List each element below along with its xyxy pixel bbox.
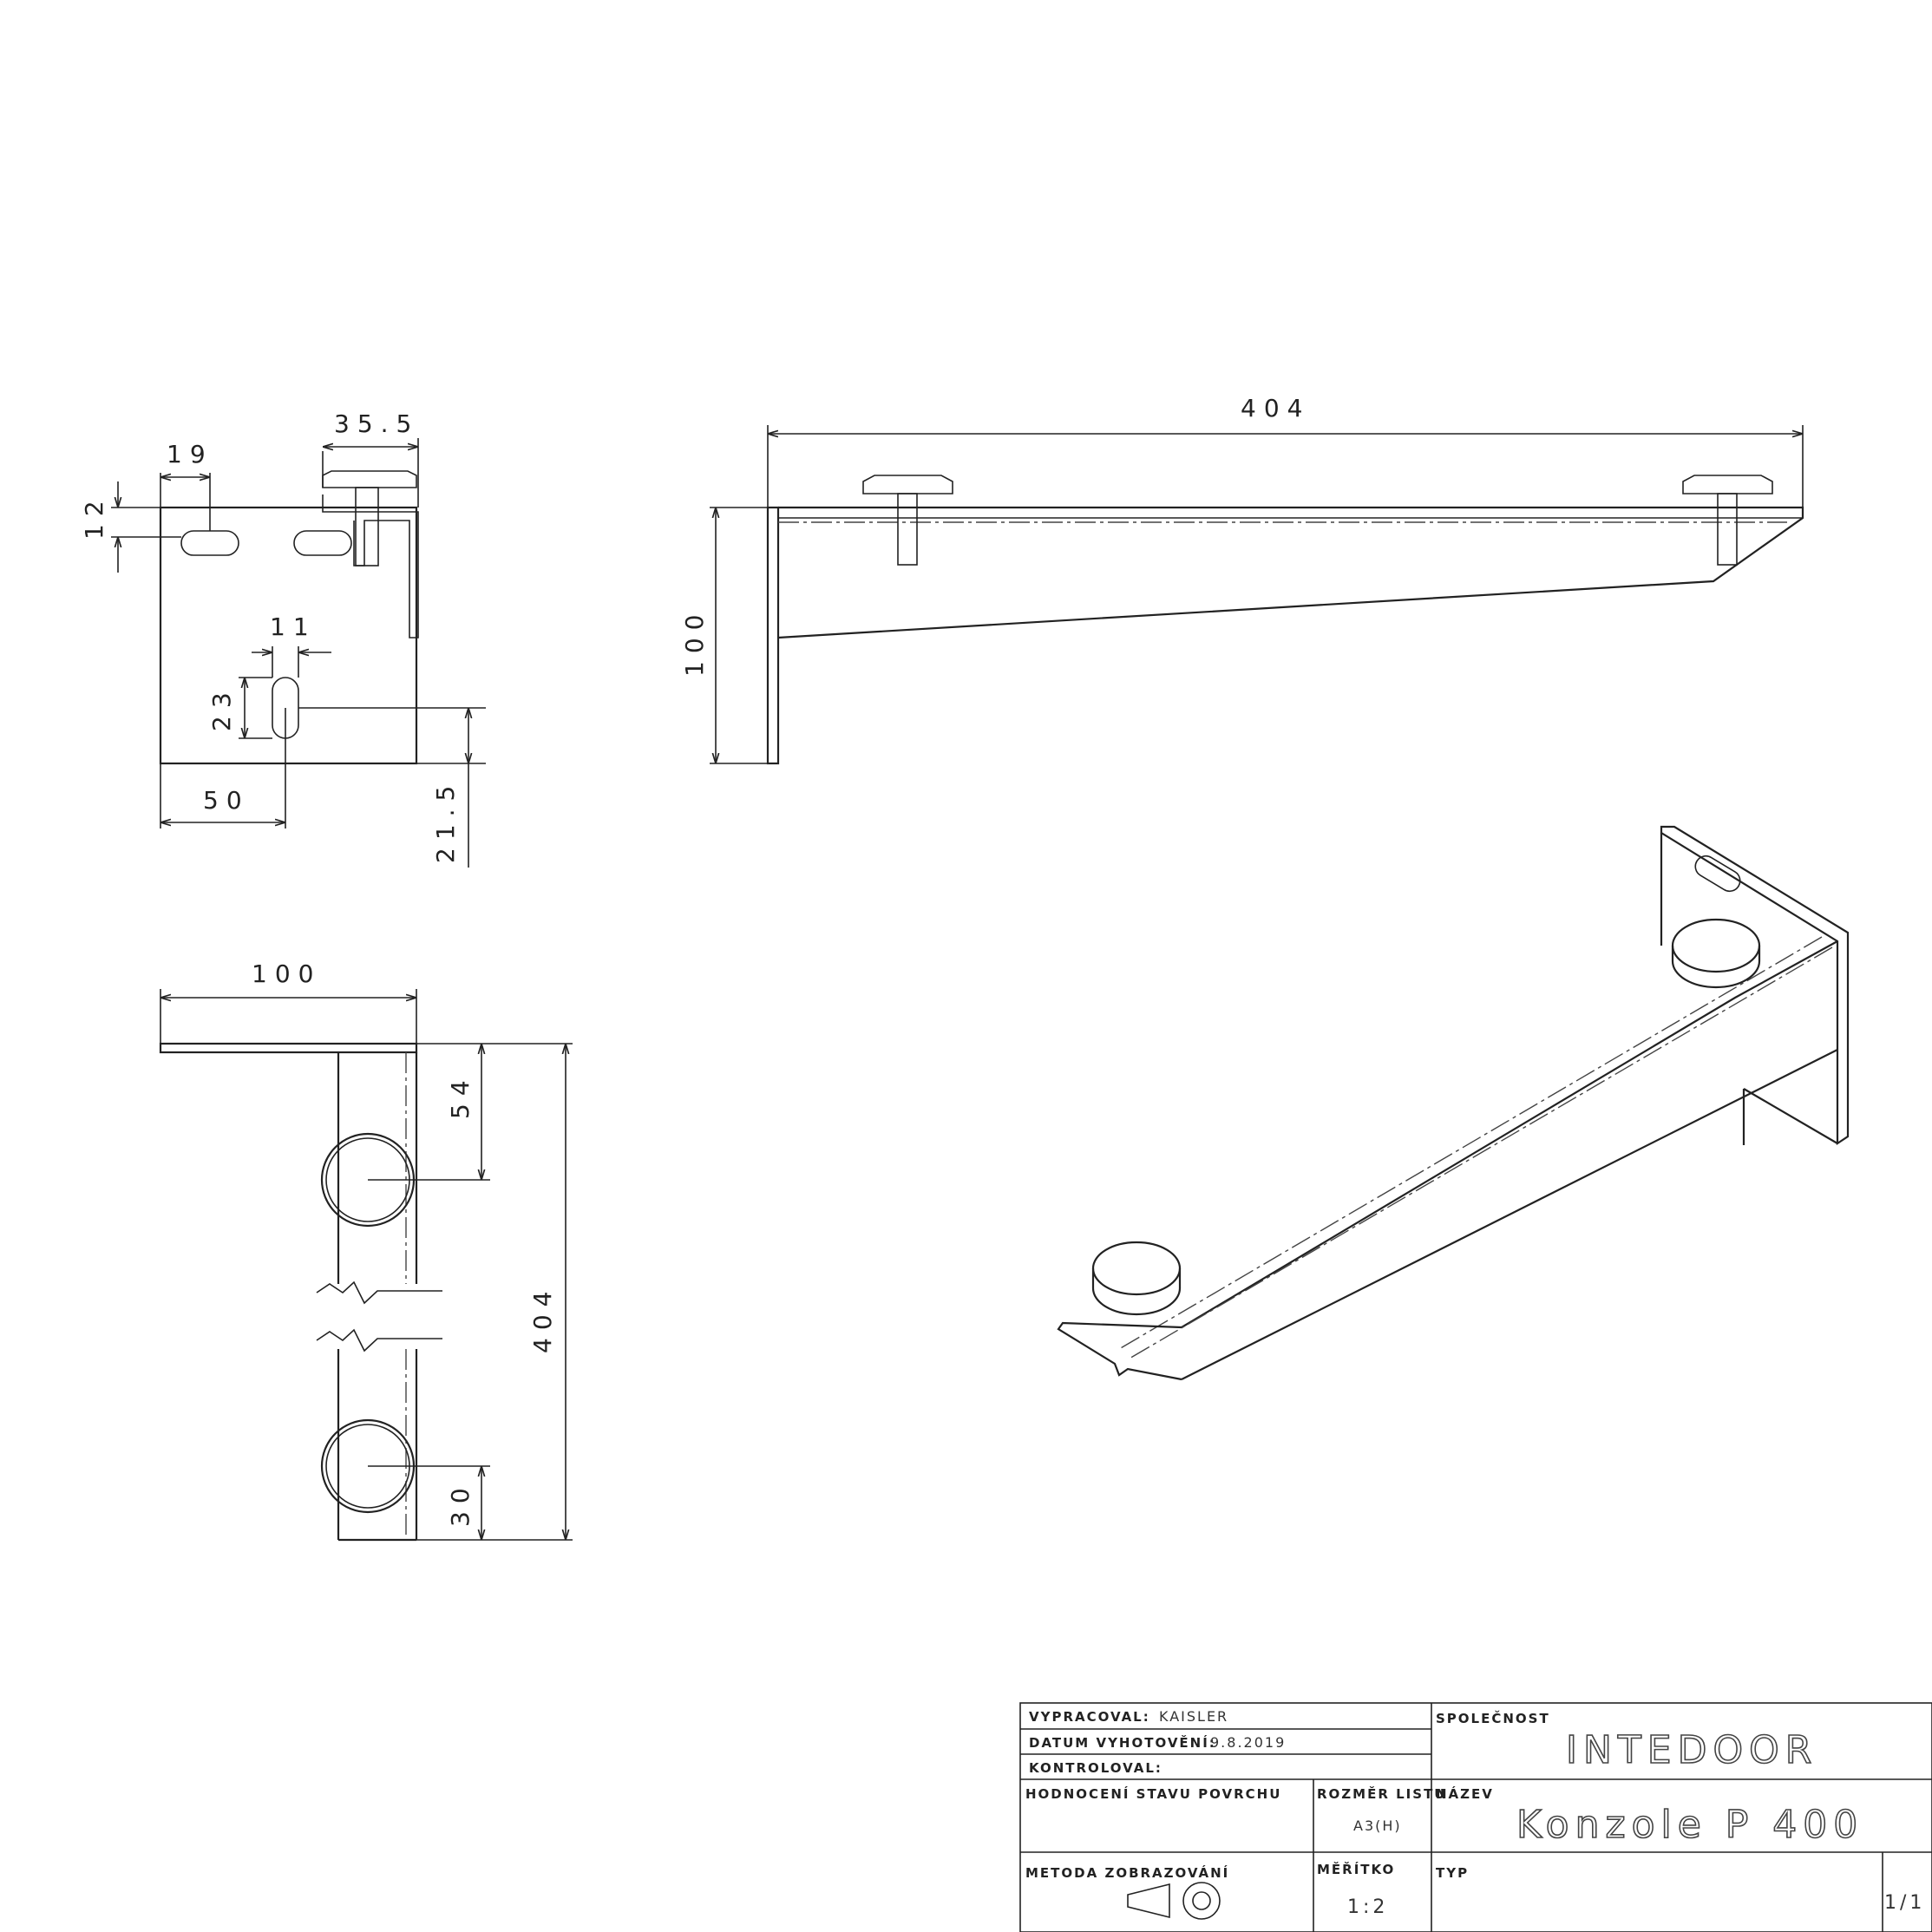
dim-11: 11 — [270, 612, 317, 641]
pad — [322, 470, 417, 488]
dim-23: 23 — [207, 684, 236, 731]
arm-outline — [777, 506, 1804, 639]
projection-cone-icon — [1127, 1883, 1170, 1919]
wall-plate-outline — [159, 506, 418, 765]
iso-wall-plate — [1660, 825, 1850, 1146]
sheet-number: 1/1 — [1884, 1892, 1925, 1914]
company-name: INTEDOOR — [1566, 1728, 1817, 1772]
drawn-by-value: KAISLER — [1159, 1708, 1228, 1725]
top-view: 100 404 54 30 — [159, 959, 573, 1542]
dim-100: 100 — [680, 607, 709, 677]
pad-left — [862, 475, 953, 494]
drawing-name: Konzole P 400 — [1516, 1803, 1863, 1847]
dim-21-5: 21.5 — [431, 778, 460, 863]
pad-right-stem — [1717, 493, 1738, 566]
break-line-top — [316, 1280, 442, 1305]
company-label: SPOLEČNOST — [1436, 1710, 1550, 1726]
iso-arm-top — [1181, 940, 1838, 1328]
wall-plate-edge — [766, 506, 780, 765]
dim-50: 50 — [203, 786, 250, 815]
wall-plate-top — [159, 1042, 418, 1054]
isometric-view — [1057, 825, 1850, 1381]
date-label: DATUM VYHOTOVĚNÍ: — [1029, 1734, 1216, 1751]
iso-pad-front — [1091, 1241, 1182, 1296]
name-label: NÁZEV — [1436, 1785, 1494, 1802]
iso-pad-back — [1671, 918, 1761, 973]
checked-label: KONTROLOVAL: — [1029, 1760, 1162, 1776]
pad-stem — [355, 487, 379, 567]
dim-30: 30 — [446, 1480, 475, 1527]
date-value: 9.8.2019 — [1210, 1734, 1286, 1751]
iso-arm-bottom — [1181, 1049, 1838, 1380]
type-label: TYP — [1436, 1865, 1469, 1881]
drawn-by-label: VYPRACOVAL: — [1029, 1709, 1150, 1725]
dim-404: 404 — [1241, 394, 1310, 422]
projection-circle-icon — [1182, 1882, 1221, 1920]
front-view: 404 100 — [680, 394, 1804, 765]
scale-value: 1:2 — [1347, 1896, 1388, 1918]
sheet-size-value: A3(H) — [1353, 1817, 1402, 1834]
surface-label: HODNOCENÍ STAVU POVRCHU — [1025, 1785, 1281, 1802]
side-view: 35.5 19 12 11 23 50 21.5 — [80, 409, 486, 868]
title-block: VYPRACOVAL: KAISLER DATUM VYHOTOVĚNÍ: 9.… — [1019, 1702, 1932, 1932]
projection-label: METODA ZOBRAZOVÁNÍ — [1025, 1864, 1229, 1881]
dim-54: 54 — [446, 1072, 475, 1119]
dim-404-top: 404 — [528, 1284, 557, 1353]
title-block-frame — [1019, 1702, 1932, 1932]
scale-label: MĚŘÍTKO — [1317, 1861, 1395, 1877]
dim-100-top: 100 — [252, 959, 321, 988]
break-line-bottom — [316, 1328, 442, 1352]
pad-right — [1682, 475, 1773, 494]
slot-right — [293, 530, 352, 556]
dim-19: 19 — [167, 440, 213, 468]
dim-35-5: 35.5 — [334, 409, 419, 438]
slot-left — [180, 530, 239, 556]
dim-12: 12 — [80, 493, 108, 540]
sheet-size-label: ROZMĚR LISTU — [1317, 1785, 1446, 1802]
pad-left-stem — [897, 493, 918, 566]
iso-slot — [1694, 855, 1741, 893]
iso-arm-end — [1057, 1321, 1182, 1381]
